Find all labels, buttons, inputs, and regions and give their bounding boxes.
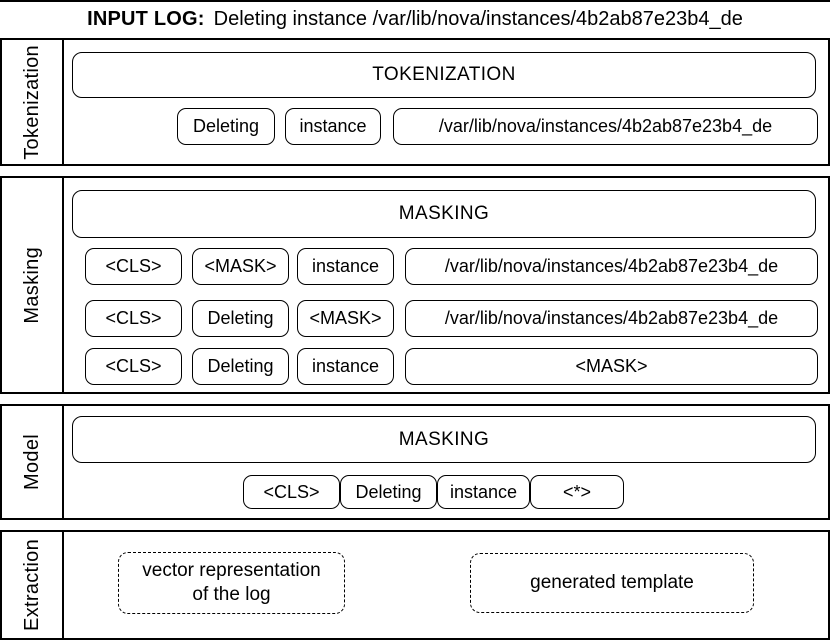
model-token-box: Deleting [340,475,437,509]
masked-token-box: /var/lib/nova/instances/4b2ab87e23b4_de [405,248,818,285]
masked-token-box: /var/lib/nova/instances/4b2ab87e23b4_de [405,300,818,337]
token-box: instance [285,108,381,145]
extraction-stage-label: Extraction [2,532,64,638]
extraction-stage: Extraction vector representation of the … [0,530,830,640]
model-stage: Model MASKING <CLS> Deleting instance <*… [0,404,830,520]
masking-process-box: MASKING [72,190,816,238]
input-log-header: INPUT LOG: Deleting instance /var/lib/no… [0,2,830,36]
input-log-label: INPUT LOG: [87,7,205,30]
masked-token-box: <CLS> [85,300,182,337]
extraction-stage-label-text: Extraction [20,539,43,631]
masking-stage-label: Masking [2,178,64,392]
masked-token-box: <CLS> [85,348,182,385]
model-stage-label: Model [2,406,64,518]
tokenization-stage-label-text: Tokenization [20,44,43,160]
vector-representation-output-box: vector representation of the log [118,552,345,614]
masked-token-box: instance [297,248,394,285]
top-divider [0,0,830,2]
model-token-box: instance [437,475,530,509]
masked-token-box: Deleting [192,300,289,337]
token-box: Deleting [177,108,275,145]
token-box: /var/lib/nova/instances/4b2ab87e23b4_de [393,108,818,145]
model-process-box: MASKING [72,416,816,463]
tokenization-stage-label: Tokenization [2,40,64,164]
masked-token-box: instance [297,348,394,385]
masked-token-box: Deleting [192,348,289,385]
masking-stage-label-text: Masking [20,246,43,324]
masked-token-box: <MASK> [192,248,289,285]
tokenization-stage: Tokenization TOKENIZATION Deleting insta… [0,38,830,166]
masked-token-box: <MASK> [405,348,818,385]
generated-template-output-box: generated template [470,553,754,613]
tokenization-process-box: TOKENIZATION [72,52,816,98]
masking-stage: Masking MASKING <CLS> <MASK> instance /v… [0,176,830,394]
masked-token-box: <MASK> [297,300,394,337]
input-log-text: Deleting instance /var/lib/nova/instance… [213,7,743,30]
model-token-box: <*> [530,475,624,509]
masked-token-box: <CLS> [85,248,182,285]
model-token-box: <CLS> [243,475,340,509]
model-stage-label-text: Model [20,434,43,490]
